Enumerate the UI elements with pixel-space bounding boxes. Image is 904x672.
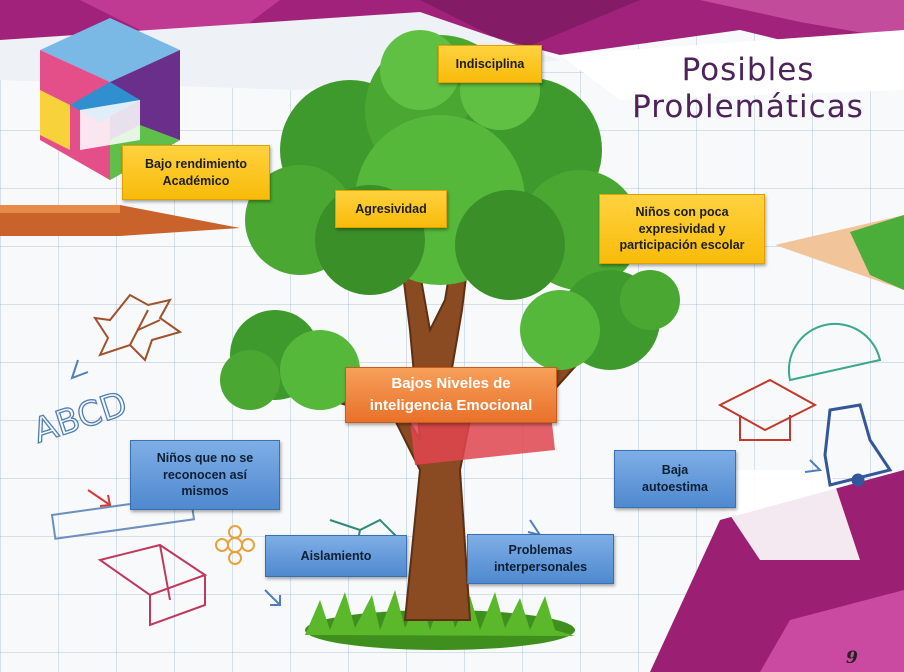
- problem-agresividad: Agresividad: [335, 190, 447, 228]
- problem-indisciplina: Indisciplina: [438, 45, 542, 83]
- slide-title: Posibles Problemáticas: [632, 52, 864, 126]
- bell-doodle: [823, 403, 893, 487]
- problem-bajo-rendimiento: Bajo rendimiento Académico: [122, 145, 270, 200]
- book-doodle: [97, 543, 208, 627]
- problem-no-se-reconocen: Niños que no se reconocen así mismos: [130, 440, 280, 510]
- red-arrow-doodle: [87, 489, 112, 507]
- protractor-doodle: [787, 322, 882, 382]
- problem-poca-expresividad: Niños con poca expresividad y participac…: [599, 194, 765, 264]
- problem-aislamiento: Aislamiento: [265, 535, 407, 577]
- leaf-doodle: [92, 293, 183, 362]
- page-number: 9: [846, 648, 858, 668]
- center-concept-box: Bajos Niveles de inteligencia Emocional: [345, 367, 557, 423]
- problem-interpersonales: Problemas interpersonales: [467, 534, 614, 584]
- problem-baja-autoestima: Baja autoestima: [614, 450, 736, 508]
- gradcap-doodle: [717, 378, 818, 441]
- arrow-doodles: [70, 359, 823, 606]
- tree-foliage: [220, 30, 680, 410]
- flower-doodle: [215, 525, 255, 565]
